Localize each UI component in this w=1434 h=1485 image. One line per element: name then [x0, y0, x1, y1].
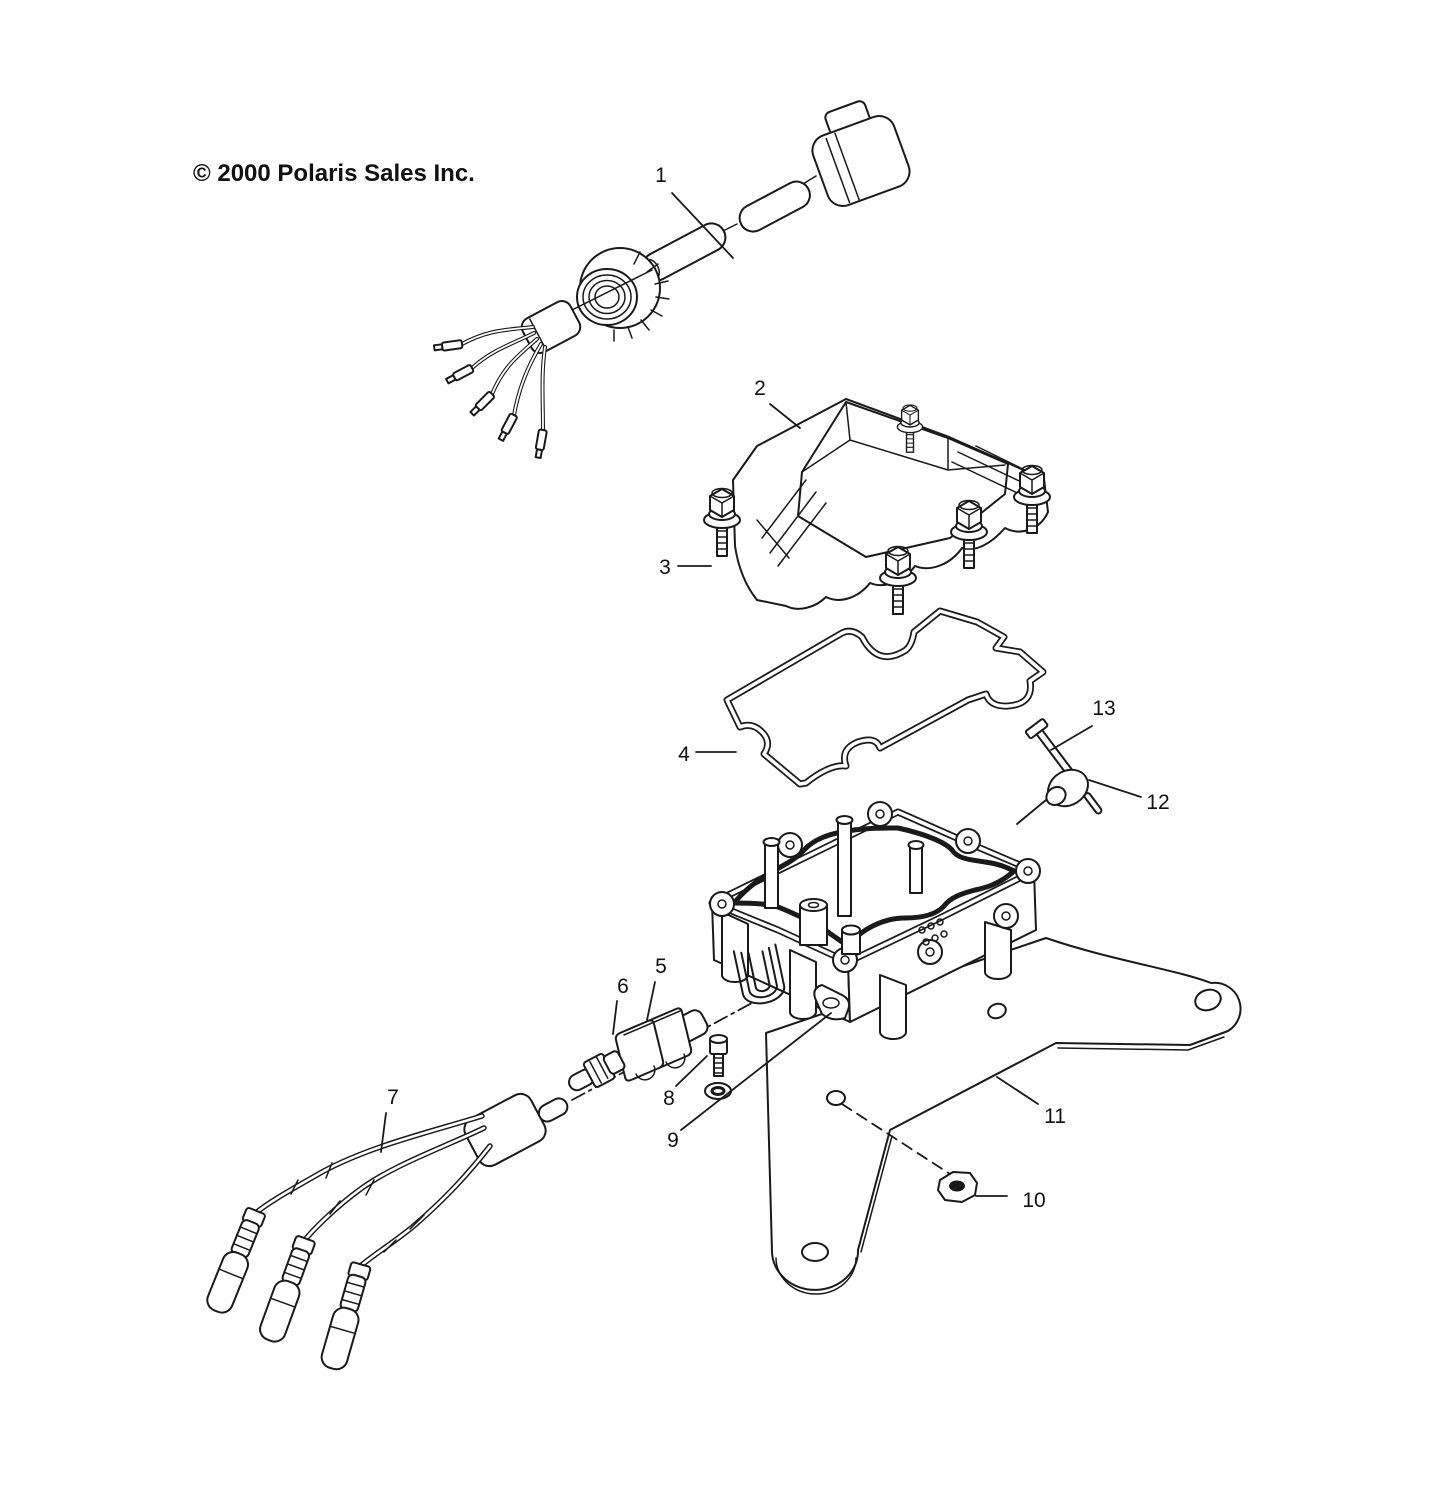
callout-6: 6	[612, 975, 629, 1035]
part-2-cover	[703, 398, 1051, 615]
callout-leader-line	[612, 1000, 618, 1035]
callout-1: 1	[655, 164, 734, 259]
box-towers	[762, 815, 925, 955]
connector-housing	[811, 115, 911, 207]
callout-number: 8	[663, 1087, 675, 1110]
vent-holes	[918, 918, 948, 946]
connector-nut	[547, 247, 670, 342]
part-4-gasket	[723, 607, 1047, 788]
callout-12: 12	[1088, 779, 1170, 814]
callout-leader-line	[1088, 779, 1142, 798]
callout-10: 10	[975, 1189, 1046, 1212]
harness-wires	[460, 325, 547, 432]
harness-terminals	[432, 339, 548, 460]
callout-number: 3	[659, 556, 671, 579]
part-13-screw	[1024, 718, 1103, 815]
callout-leader-line	[380, 1112, 387, 1153]
box-mount-lug	[813, 984, 851, 1021]
callout-2: 2	[754, 377, 801, 429]
callout-3: 3	[659, 556, 712, 579]
callout-number: 4	[678, 743, 690, 766]
callout-number: 10	[1022, 1189, 1045, 1212]
callout-leader-line	[1050, 725, 1093, 751]
callout-5: 5	[646, 955, 667, 1021]
callout-number: 5	[655, 955, 667, 978]
callout-number: 2	[754, 377, 766, 400]
callout-11: 11	[996, 1076, 1066, 1128]
part-10-nut	[937, 1171, 978, 1203]
part-12-grommet	[1016, 768, 1089, 825]
wire-junction-grommet	[463, 1092, 547, 1168]
cover-ribs-left	[756, 479, 827, 567]
part-9-washer	[704, 1082, 732, 1100]
callout-leader-line	[675, 1055, 708, 1087]
callout-number: 11	[1044, 1105, 1066, 1128]
bracket-hole	[801, 1242, 829, 1262]
bracket-hole-small	[987, 1002, 1007, 1020]
part-7-plug-wires	[202, 1092, 569, 1373]
bracket-hole	[1194, 988, 1222, 1012]
electrical-box-base	[708, 801, 1041, 1040]
callout-number: 13	[1092, 697, 1115, 720]
box-legs	[721, 911, 1012, 1040]
box-corner-bosses	[709, 801, 1041, 973]
callout-number: 6	[617, 975, 629, 998]
callout-7: 7	[380, 1086, 399, 1153]
callout-leader-line	[680, 1012, 832, 1131]
callout-leader-line	[671, 192, 734, 259]
copyright-text: © 2000 Polaris Sales Inc.	[193, 160, 475, 187]
callout-leader-line	[996, 1076, 1039, 1105]
callout-number: 7	[387, 1086, 399, 1109]
part-1-harness	[432, 100, 911, 460]
bracket-hole-small	[826, 1090, 846, 1106]
part-6-plate	[614, 1019, 665, 1082]
callout-4: 4	[678, 743, 737, 766]
spark-plug-caps	[202, 1205, 375, 1373]
callout-leader-line	[769, 403, 801, 429]
callout-leader-line	[646, 981, 656, 1021]
box-wire-channel	[732, 943, 786, 1005]
part-5-6-clamp	[568, 1002, 753, 1101]
callout-13: 13	[1050, 697, 1116, 751]
callout-9: 9	[667, 1012, 832, 1152]
part-8-screw	[709, 1034, 728, 1077]
callout-8: 8	[663, 1055, 708, 1110]
callout-number: 9	[667, 1129, 679, 1152]
callout-number: 1	[655, 164, 667, 187]
callout-number: 12	[1146, 791, 1169, 814]
